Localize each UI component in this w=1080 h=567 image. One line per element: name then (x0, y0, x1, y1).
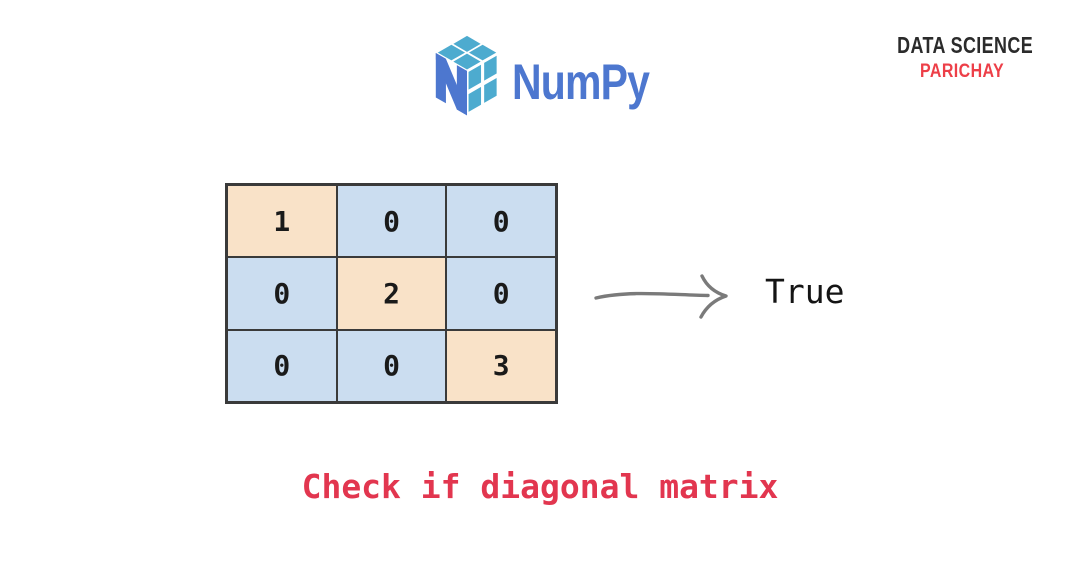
brand-line-data-science: DATA SCIENCE (897, 32, 1034, 58)
numpy-cube-icon (435, 35, 497, 116)
matrix-cell-2-2: 3 (446, 329, 556, 402)
matrix-cell-1-0: 0 (227, 257, 337, 330)
matrix-cell-0-0: 1 (227, 185, 337, 258)
caption: Check if diagonal matrix (0, 467, 1080, 507)
caption-text: Check if diagonal matrix (301, 467, 779, 506)
matrix-cell-1-1: 2 (336, 257, 447, 330)
matrix-cell-2-1: 0 (336, 329, 447, 402)
matrix-cell-1-2: 0 (446, 257, 556, 330)
numpy-logo (428, 33, 506, 119)
right-arrow-icon (594, 274, 728, 319)
matrix-cell-0-1: 0 (336, 185, 447, 258)
result-label: True (765, 272, 845, 311)
matrix-grid: 1 0 0 0 2 0 0 0 3 (225, 183, 558, 404)
matrix-cell-0-2: 0 (446, 185, 556, 258)
matrix-cell-2-0: 0 (227, 329, 337, 402)
brand-block: DATA SCIENCE PARICHAY (878, 32, 1046, 82)
brand-line-parichay: PARICHAY (919, 61, 1005, 82)
numpy-wordmark: NumPy (512, 54, 650, 110)
